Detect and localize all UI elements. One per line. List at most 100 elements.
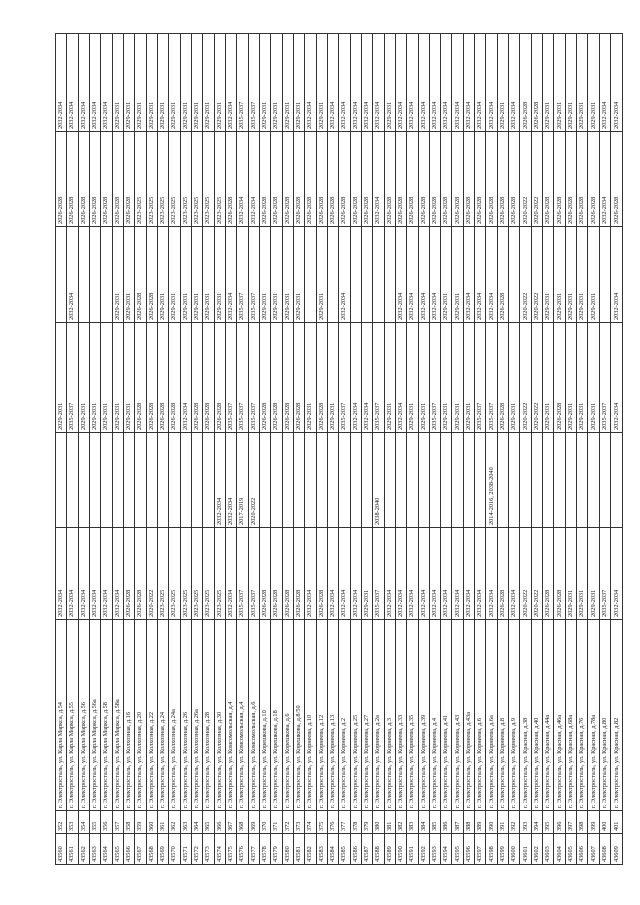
table-cell: 2026-2028: [553, 322, 566, 433]
table-cell: 43585: [338, 833, 351, 865]
table-cell: г. Электросталь, ул. Карла Маркса, д.56а: [89, 619, 101, 811]
table-cell: г. Электросталь, ул. Корнеева, д.43а: [463, 619, 475, 811]
table-cell: 43589: [384, 833, 396, 865]
table-cell: 2026-2028: [304, 131, 317, 227]
table-cell: 2032-2034: [610, 527, 623, 620]
table-cell: 2029-2031: [553, 33, 566, 132]
table-cell: 2017-2019: [236, 432, 249, 528]
table-cell: 2032-2034: [395, 527, 407, 620]
table-cell: 43578: [259, 833, 271, 865]
table-cell: 43596: [463, 833, 475, 865]
table-cell: 2032-2034: [78, 33, 90, 132]
table-cell: г. Электросталь, ул. Корнеева, д.41: [440, 619, 452, 811]
table-cell: 2032-2034: [248, 131, 260, 227]
table-cell: 2032-2034: [429, 33, 441, 132]
table-cell: 2029-2031: [168, 33, 181, 132]
table-cell: 381: [384, 810, 396, 834]
table-cell: 2029-2031: [384, 33, 396, 132]
table-cell: 366: [214, 810, 226, 834]
table-cell: 2020-2022: [519, 527, 532, 620]
table-cell: г. Электросталь, ул. Комсомольская, д.4: [236, 619, 249, 811]
table-cell: 2032-2034: [89, 527, 101, 620]
table-cell: 384: [418, 810, 430, 834]
table-cell: 2026-2028: [282, 131, 294, 227]
table-cell: 2029-2031: [270, 226, 283, 323]
table-cell: [531, 432, 543, 528]
table-cell: 2029-2031: [327, 322, 339, 433]
table-cell: [610, 432, 623, 528]
table-cell: [293, 432, 305, 528]
table-cell: 2020-2022: [519, 322, 532, 433]
table-cell: [406, 432, 418, 528]
table-cell: г. Электросталь, ул. Корнеева, д.12: [316, 619, 328, 811]
table-cell: 2032-2034: [89, 33, 101, 132]
table-cell: 43566: [123, 833, 135, 865]
table-cell: 371: [270, 810, 283, 834]
table-cell: 369: [248, 810, 260, 834]
table-cell: 2023-2025: [157, 131, 169, 227]
table-cell: 2026-2028: [485, 131, 498, 227]
table-cell: [372, 226, 385, 323]
table-cell: 43580: [282, 833, 294, 865]
table-cell: 2029-2031: [214, 226, 226, 323]
table-cell: 373: [293, 810, 305, 834]
table-cell: 43588: [372, 833, 385, 865]
table-cell: 2029-2031: [451, 322, 464, 433]
table-cell: 2026-2028: [542, 527, 554, 620]
table-cell: 368: [236, 810, 249, 834]
table-cell: 2026-2028: [214, 322, 226, 433]
table-cell: 43608: [599, 833, 611, 865]
table-cell: 2023-2025: [202, 527, 215, 620]
table-cell: 2032-2034: [350, 33, 362, 132]
table-cell: 2029-2031: [542, 226, 554, 323]
table-cell: 2032-2034: [463, 33, 475, 132]
table-cell: г. Электросталь, ул. Колхозная, д.28: [202, 619, 215, 811]
table-cell: г. Электросталь, ул. Колхозная, д.16: [123, 619, 135, 811]
table-cell: 2026-2028: [338, 131, 351, 227]
table-cell: 2035-2037: [236, 527, 249, 620]
table-cell: 2032-2034: [440, 527, 452, 620]
table-cell: 43595: [451, 833, 464, 865]
table-cell: 2032-2034: [214, 432, 226, 528]
table-cell: 2029-2031: [576, 527, 588, 620]
table-cell: 2029-2031: [587, 527, 600, 620]
table-cell: 2029-2031: [180, 226, 192, 323]
table-cell: 2032-2034: [100, 33, 113, 132]
table-cell: [576, 432, 588, 528]
table-cell: [89, 226, 101, 323]
table-cell: 2032-2034: [485, 226, 498, 323]
table-cell: 43594: [440, 833, 452, 865]
table-cell: 2026-2028: [259, 322, 271, 433]
table-cell: 43601: [519, 833, 532, 865]
table-cell: г. Электросталь, ул. Красная, д.80: [599, 619, 611, 811]
table-cell: 2026-2028: [282, 527, 294, 620]
table-cell: [599, 226, 611, 323]
table-cell: 43602: [531, 833, 543, 865]
table-cell: г. Электросталь, ул. Корнеева, д.10: [304, 619, 317, 811]
table-cell: 2032-2034: [451, 527, 464, 620]
table-cell: 43592: [418, 833, 430, 865]
table-cell: 2029-2031: [576, 322, 588, 433]
table-cell: 359: [134, 810, 147, 834]
table-cell: 2026-2028: [112, 131, 124, 227]
table-cell: 396: [553, 810, 566, 834]
table-cell: 2020-2022: [519, 131, 532, 227]
table-cell: 2026-2028: [282, 322, 294, 433]
table-cell: 2026-2028: [406, 131, 418, 227]
table-cell: [463, 432, 475, 528]
table-cell: 355: [89, 810, 101, 834]
